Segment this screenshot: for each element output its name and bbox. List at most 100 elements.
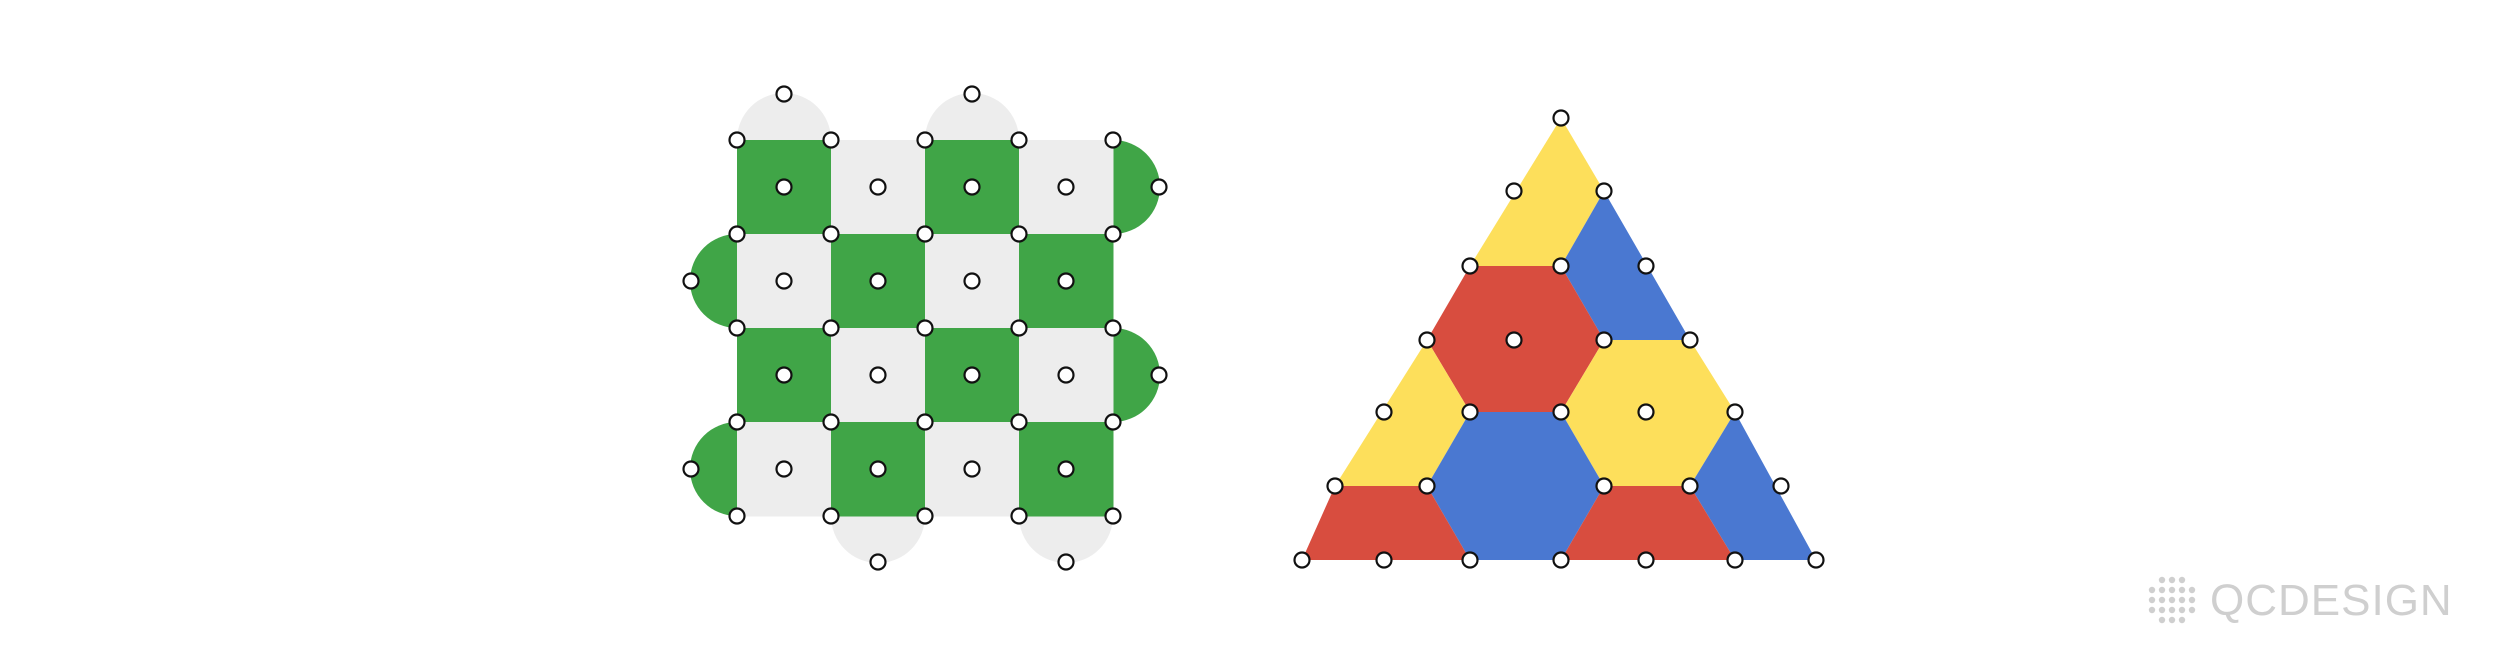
lattice-vertex bbox=[822, 319, 840, 337]
lattice-vertex bbox=[1772, 477, 1790, 495]
plaquette-center-vertex bbox=[869, 366, 887, 384]
lattice-vertex bbox=[1461, 257, 1479, 275]
square-boundary-caps bbox=[690, 93, 1160, 563]
logo-dot bbox=[2168, 596, 2176, 604]
lattice-vertex bbox=[1010, 507, 1028, 525]
lattice-vertex bbox=[1637, 551, 1655, 569]
plaquette-center-vertex bbox=[1057, 178, 1075, 196]
plaquette-center-vertex bbox=[775, 178, 793, 196]
square-color-code-lattice bbox=[682, 85, 1168, 571]
boundary-cap-right bbox=[1113, 140, 1160, 234]
cap-vertex bbox=[1150, 178, 1168, 196]
lattice-vertex bbox=[1418, 331, 1436, 349]
watermark: QCDESIGN bbox=[2148, 576, 2452, 625]
lattice-vertex bbox=[1104, 225, 1122, 243]
logo-dot bbox=[2168, 606, 2176, 614]
lattice-vertex bbox=[1552, 109, 1570, 127]
logo-dot bbox=[2168, 616, 2176, 624]
lattice-vertex bbox=[1681, 331, 1699, 349]
bottom-middle-red-trapezoid bbox=[1561, 486, 1735, 560]
lattice-vertex bbox=[1505, 331, 1523, 349]
lattice-vertex bbox=[1726, 551, 1744, 569]
lattice-vertex bbox=[1104, 413, 1122, 431]
boundary-cap-top bbox=[925, 93, 1019, 140]
lattice-vertex bbox=[916, 131, 934, 149]
lattice-vertex bbox=[822, 413, 840, 431]
lattice-vertex bbox=[1552, 403, 1570, 421]
upper-blue-triangle bbox=[1561, 191, 1690, 340]
lattice-vertex bbox=[822, 225, 840, 243]
plaquette-center-vertex bbox=[1057, 272, 1075, 290]
lattice-vertex bbox=[1375, 551, 1393, 569]
lattice-vertex bbox=[1637, 257, 1655, 275]
lattice-vertex bbox=[1681, 477, 1699, 495]
logo-dot bbox=[2158, 616, 2166, 624]
boundary-cap-left bbox=[690, 234, 737, 328]
cap-vertex bbox=[869, 553, 887, 571]
lattice-vertex bbox=[728, 319, 746, 337]
lattice-vertex bbox=[1326, 477, 1344, 495]
cap-vertex bbox=[682, 272, 700, 290]
lattice-vertex bbox=[1104, 507, 1122, 525]
plaquette-center-vertex bbox=[775, 272, 793, 290]
cap-vertex bbox=[1150, 366, 1168, 384]
plaquette-center-vertex bbox=[869, 178, 887, 196]
lattice-vertex bbox=[916, 225, 934, 243]
logo-dot bbox=[2188, 596, 2196, 604]
logo-dot bbox=[2158, 586, 2166, 594]
plaquette-center-vertex bbox=[775, 460, 793, 478]
plaquette-center-vertex bbox=[963, 272, 981, 290]
square-vertices bbox=[682, 85, 1168, 571]
top-yellow-triangle bbox=[1470, 118, 1604, 266]
logo-dot bbox=[2158, 606, 2166, 614]
triangular-color-code-lattice bbox=[1293, 109, 1825, 569]
plaquette-center-vertex bbox=[1057, 460, 1075, 478]
plaquette-center-vertex bbox=[963, 460, 981, 478]
logo-dot bbox=[2188, 606, 2196, 614]
lattice-vertex bbox=[1726, 403, 1744, 421]
cap-vertex bbox=[775, 85, 793, 103]
logo-dot bbox=[2178, 616, 2186, 624]
triangular-plaquettes bbox=[1302, 118, 1816, 560]
plaquette-center-vertex bbox=[963, 366, 981, 384]
logo-dot bbox=[2178, 596, 2186, 604]
lattice-vertex bbox=[728, 131, 746, 149]
lattice-vertex bbox=[1637, 403, 1655, 421]
lattice-vertex bbox=[1418, 477, 1436, 495]
bottom-left-red-trapezoid bbox=[1302, 486, 1470, 560]
boundary-cap-bottom bbox=[831, 516, 925, 563]
boundary-cap-bottom bbox=[1019, 516, 1113, 563]
logo-dot bbox=[2178, 586, 2186, 594]
right-blue-triangle bbox=[1690, 412, 1816, 560]
left-yellow-triangle bbox=[1335, 340, 1470, 486]
lattice-vertex bbox=[916, 413, 934, 431]
plaquette-center-vertex bbox=[869, 460, 887, 478]
plaquette-center-vertex bbox=[775, 366, 793, 384]
logo-dot bbox=[2148, 586, 2156, 594]
lattice-vertex bbox=[1293, 551, 1311, 569]
logo-dot bbox=[2148, 596, 2156, 604]
lattice-vertex bbox=[916, 507, 934, 525]
logo-dot bbox=[2158, 576, 2166, 584]
lattice-vertex bbox=[1104, 131, 1122, 149]
lattice-vertex bbox=[1010, 319, 1028, 337]
logo-dot bbox=[2148, 606, 2156, 614]
lattice-vertex bbox=[1505, 182, 1523, 200]
blue-hexagon bbox=[1427, 412, 1604, 560]
cap-vertex bbox=[682, 460, 700, 478]
lattice-vertex bbox=[822, 507, 840, 525]
logo-dot bbox=[2178, 606, 2186, 614]
boundary-cap-top bbox=[737, 93, 831, 140]
lattice-vertex bbox=[1010, 413, 1028, 431]
lattice-vertex bbox=[1010, 131, 1028, 149]
lattice-vertex bbox=[1807, 551, 1825, 569]
logo-dot bbox=[2158, 596, 2166, 604]
lattice-vertex bbox=[1375, 403, 1393, 421]
plaquette-center-vertex bbox=[963, 178, 981, 196]
plaquette-center-vertex bbox=[869, 272, 887, 290]
logo-dot bbox=[2168, 576, 2176, 584]
lattice-vertex bbox=[728, 225, 746, 243]
lattice-vertex bbox=[1461, 403, 1479, 421]
logo-dot bbox=[2168, 586, 2176, 594]
